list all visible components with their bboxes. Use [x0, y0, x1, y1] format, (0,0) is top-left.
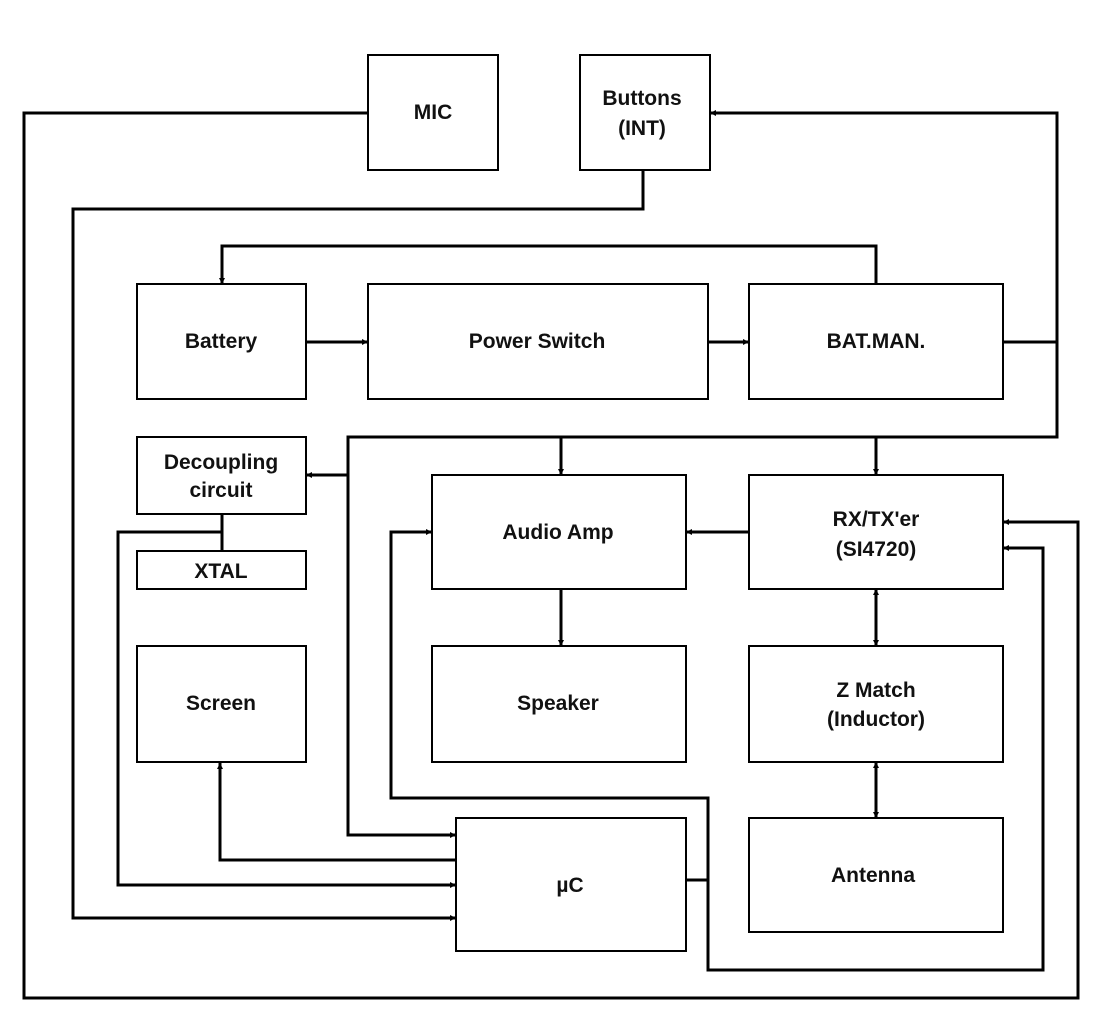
- block-rxtx: RX/TX'er (SI4720): [748, 474, 1004, 590]
- block-buttons-label-1: Buttons: [602, 87, 681, 110]
- block-xtal-label: XTAL: [194, 560, 247, 583]
- block-xtal: XTAL: [136, 550, 307, 590]
- block-speaker-label: Speaker: [517, 692, 599, 715]
- block-bat-man: BAT.MAN.: [748, 283, 1004, 400]
- wire-xtal-to-uc: [116, 530, 456, 888]
- block-bat-man-label: BAT.MAN.: [827, 330, 926, 353]
- block-power-switch: Power Switch: [367, 283, 709, 400]
- wire-batman-to-battery: [219, 244, 878, 284]
- block-zmatch: Z Match (Inductor): [748, 645, 1004, 763]
- block-uc-label: µC: [556, 874, 583, 897]
- block-power-switch-label: Power Switch: [469, 330, 606, 353]
- wire-batman-to-buttons: [710, 110, 1059, 344]
- block-rxtx-label-1: RX/TX'er: [833, 508, 920, 531]
- block-screen-label: Screen: [186, 692, 256, 715]
- block-decoupling: Decoupling circuit: [136, 436, 307, 515]
- wire-mic-loop: [22, 111, 1080, 1000]
- block-zmatch-label-1: Z Match: [836, 679, 915, 702]
- block-decoupling-label-1: Decoupling: [164, 451, 278, 474]
- block-battery-label: Battery: [185, 330, 258, 353]
- block-mic-label: MIC: [414, 101, 453, 124]
- block-decoupling-label-2: circuit: [189, 479, 252, 502]
- block-buttons: Buttons (INT): [579, 54, 711, 171]
- block-uc: µC: [455, 817, 687, 952]
- block-mic: MIC: [367, 54, 499, 171]
- block-antenna-label: Antenna: [831, 864, 915, 887]
- wires: [22, 110, 1080, 1000]
- wire-uc-to-audioamp: [389, 529, 710, 880]
- block-battery: Battery: [136, 283, 307, 400]
- block-audio-amp-label: Audio Amp: [502, 521, 613, 544]
- block-antenna: Antenna: [748, 817, 1004, 933]
- block-rxtx-label-2: (SI4720): [836, 538, 917, 561]
- wire-power-bus: [346, 342, 1059, 838]
- block-audio-amp: Audio Amp: [431, 474, 687, 590]
- block-speaker: Speaker: [431, 645, 687, 763]
- block-zmatch-label-2: (Inductor): [827, 708, 925, 731]
- wire-uc-to-rxtx: [686, 545, 1045, 972]
- wire-buttons-to-uc: [71, 170, 645, 921]
- block-screen: Screen: [136, 645, 307, 763]
- wire-uc-to-screen: [217, 763, 456, 862]
- block-buttons-label-2: (INT): [618, 117, 666, 140]
